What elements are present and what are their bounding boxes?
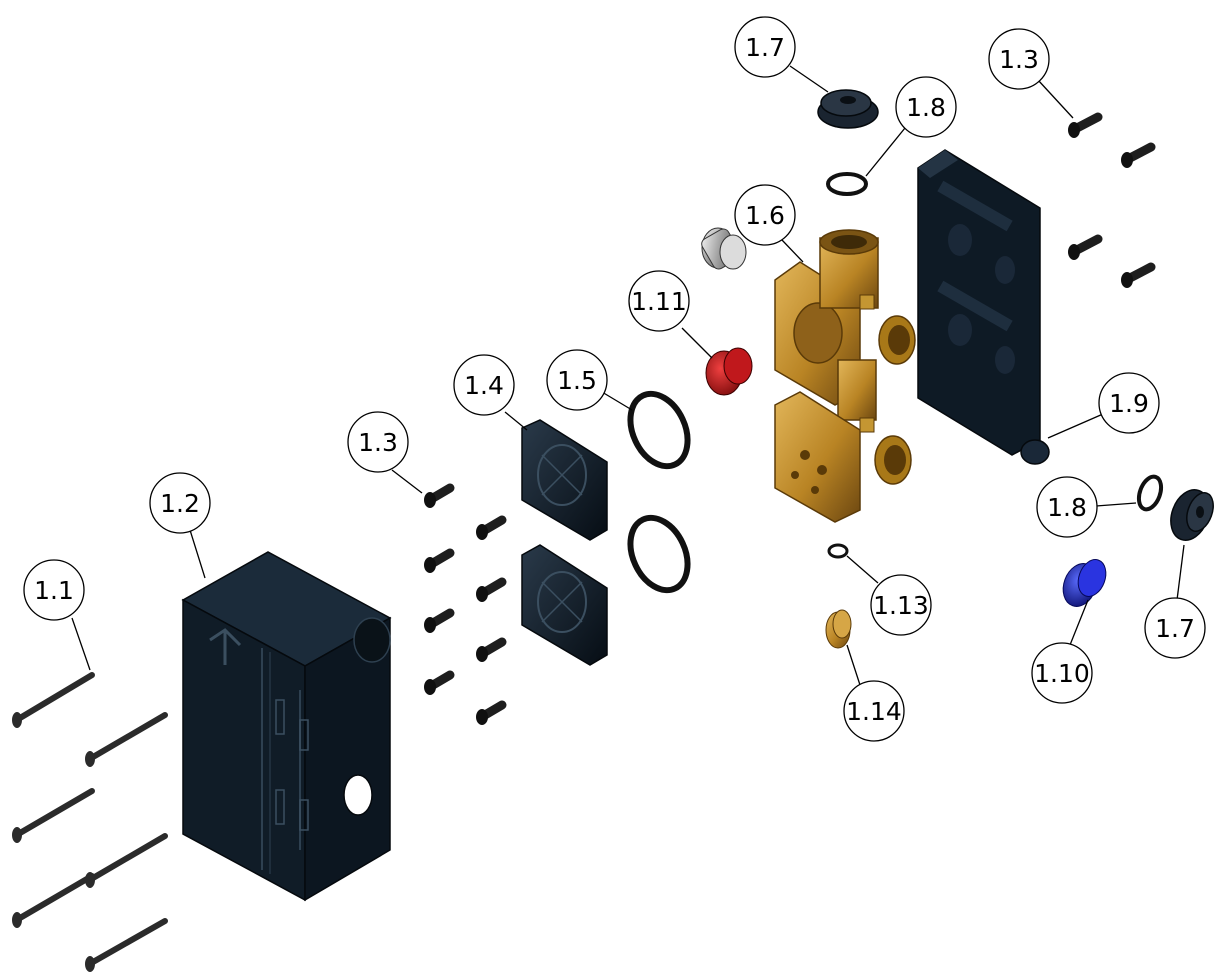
blue-cap bbox=[1062, 559, 1107, 607]
short-screws-right-group bbox=[1068, 112, 1156, 288]
svg-text:1.9: 1.9 bbox=[1109, 389, 1149, 418]
short-screw bbox=[424, 670, 455, 695]
filter-plate-bottom bbox=[521, 544, 608, 666]
short-screw bbox=[476, 515, 507, 540]
short-screw bbox=[1121, 262, 1156, 288]
short-screws-left-group bbox=[424, 483, 507, 725]
long-screw bbox=[12, 788, 95, 843]
long-screw bbox=[85, 712, 168, 767]
short-screw bbox=[476, 577, 507, 602]
callout-1-5: 1.5 bbox=[546, 349, 633, 411]
callout-1-6: 1.6 bbox=[734, 184, 804, 263]
filter-plate-top bbox=[521, 419, 608, 541]
callout-1-2: 1.2 bbox=[149, 472, 211, 579]
callout-1-11: 1.11 bbox=[628, 270, 713, 359]
brass-fitting bbox=[825, 609, 852, 649]
small-o-ring-top bbox=[826, 172, 868, 196]
callout-1-9: 1.9 bbox=[1047, 372, 1160, 439]
svg-text:1.1: 1.1 bbox=[34, 576, 74, 605]
svg-text:1.3: 1.3 bbox=[358, 428, 398, 457]
svg-text:1.4: 1.4 bbox=[464, 371, 504, 400]
callout-1-13: 1.13 bbox=[846, 555, 932, 636]
chrome-plug bbox=[701, 227, 747, 270]
housing-box bbox=[181, 551, 392, 902]
svg-text:1.8: 1.8 bbox=[1047, 493, 1087, 522]
svg-text:1.7: 1.7 bbox=[745, 33, 785, 62]
callout-1-4: 1.4 bbox=[453, 354, 528, 431]
svg-text:1.3: 1.3 bbox=[999, 45, 1039, 74]
short-screw bbox=[476, 637, 507, 662]
long-screw bbox=[12, 672, 95, 728]
top-black-cap bbox=[817, 89, 879, 129]
callout-1-7-right: 1.7 bbox=[1144, 544, 1206, 659]
callout-1-10: 1.10 bbox=[1031, 599, 1093, 704]
callout-1-8-top: 1.8 bbox=[865, 76, 957, 177]
short-screw bbox=[424, 608, 455, 633]
svg-text:1.2: 1.2 bbox=[160, 489, 200, 518]
callout-1-7-top: 1.7 bbox=[734, 16, 829, 93]
callout-1-14: 1.14 bbox=[843, 644, 905, 742]
callout-1-1: 1.1 bbox=[23, 559, 91, 671]
svg-text:1.8: 1.8 bbox=[906, 93, 946, 122]
long-screws-group bbox=[12, 672, 168, 972]
svg-text:1.7: 1.7 bbox=[1155, 614, 1195, 643]
long-screw bbox=[85, 918, 168, 972]
short-screw bbox=[476, 700, 507, 725]
long-screw bbox=[12, 873, 95, 928]
large-o-rings bbox=[627, 390, 691, 594]
red-cap bbox=[705, 347, 753, 396]
svg-text:1.10: 1.10 bbox=[1034, 659, 1090, 688]
back-housing bbox=[917, 149, 1050, 465]
svg-text:1.5: 1.5 bbox=[557, 366, 597, 395]
short-screw bbox=[424, 548, 455, 573]
tiny-o-ring bbox=[827, 543, 849, 559]
short-screw bbox=[424, 483, 455, 508]
callout-1-3-left: 1.3 bbox=[347, 411, 423, 494]
short-screw bbox=[1068, 112, 1103, 138]
callout-1-3-right: 1.3 bbox=[988, 28, 1074, 119]
brass-manifold bbox=[774, 229, 916, 523]
svg-text:1.6: 1.6 bbox=[745, 201, 785, 230]
callout-1-8-right: 1.8 bbox=[1036, 476, 1137, 538]
right-black-cap bbox=[1170, 489, 1214, 541]
svg-text:1.14: 1.14 bbox=[846, 697, 902, 726]
long-screw bbox=[85, 833, 168, 888]
short-screw bbox=[1121, 142, 1156, 168]
small-o-ring-right bbox=[1136, 474, 1164, 512]
svg-text:1.13: 1.13 bbox=[873, 591, 929, 620]
short-screw bbox=[1068, 234, 1103, 260]
svg-text:1.11: 1.11 bbox=[631, 287, 687, 316]
